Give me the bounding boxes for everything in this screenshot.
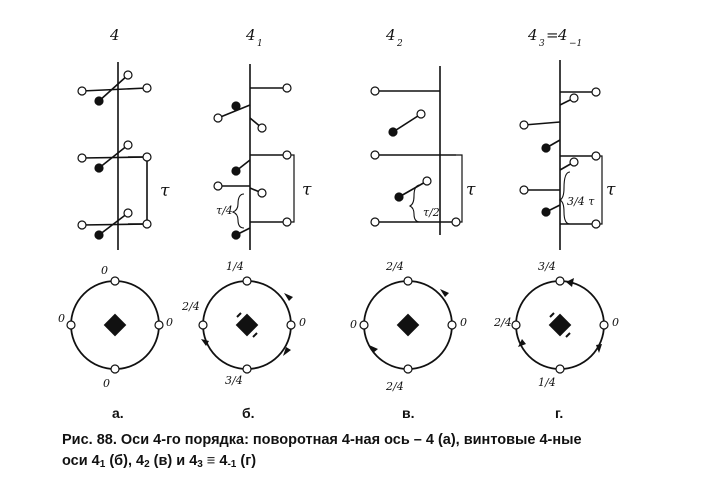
svg-text:2/4: 2/4 <box>385 260 404 273</box>
svg-text:4: 4 <box>245 26 256 44</box>
circle-c: 2/4 0 0 2/4 <box>350 260 467 393</box>
svg-text:0: 0 <box>612 316 619 329</box>
header-d: 4 3 = 4 −1 <box>527 26 582 49</box>
svg-text:0: 0 <box>460 316 467 329</box>
svg-text:1/4: 1/4 <box>538 376 556 389</box>
header-b: 4 1 <box>245 26 263 49</box>
figure-caption: Рис. 88. Оси 4-го порядка: поворотная 4-… <box>62 430 712 475</box>
svg-text:0: 0 <box>299 316 306 329</box>
panel-d-atoms <box>519 87 601 229</box>
svg-text:0: 0 <box>101 264 108 277</box>
svg-text:4: 4 <box>385 26 396 44</box>
panel-a-axis-diagram <box>81 62 148 250</box>
axes-diagram: 4 4 1 4 2 4 3 = 4 −1 τ <box>58 26 619 421</box>
svg-text:−1: −1 <box>569 39 582 49</box>
svg-text:4: 4 <box>527 26 538 44</box>
svg-text:0: 0 <box>103 377 110 390</box>
panel-d-fraction: 3/4 τ <box>567 195 595 208</box>
svg-text:0: 0 <box>58 312 65 325</box>
svg-text:2/4: 2/4 <box>181 300 200 313</box>
caption-line-1: Рис. 88. Оси 4-го порядка: поворотная 4-… <box>62 432 582 448</box>
svg-text:1: 1 <box>257 39 263 49</box>
circle-d: 3/4 2/4 0 1/4 <box>493 260 619 389</box>
panel-b-atoms <box>213 83 292 240</box>
svg-text:=: = <box>546 26 559 44</box>
svg-text:0: 0 <box>166 316 173 329</box>
circle-b: 1/4 2/4 0 3/4 <box>181 260 306 387</box>
panel-label-a: а. <box>112 405 124 421</box>
circle-a: 0 0 0 0 <box>58 264 173 390</box>
panel-c-tau: τ <box>466 180 476 200</box>
panel-a-tau: τ <box>160 181 170 201</box>
svg-text:3/4: 3/4 <box>538 260 556 273</box>
svg-text:2/4: 2/4 <box>493 316 512 329</box>
panel-c-fraction: τ/2 <box>423 206 440 219</box>
panel-label-b: б. <box>242 405 255 421</box>
panel-label-d: г. <box>555 405 563 421</box>
svg-text:2: 2 <box>396 39 403 49</box>
panel-c-atoms <box>370 86 461 227</box>
rotation-arrows <box>201 278 602 356</box>
svg-text:0: 0 <box>350 318 357 331</box>
svg-text:2/4: 2/4 <box>385 380 404 393</box>
panel-d-axis-diagram <box>523 60 603 250</box>
caption-line-2: оси 41 (б), 42 (в) и 43 ≡ 4-1 (г) <box>62 453 257 470</box>
panel-label-c: в. <box>402 405 415 421</box>
svg-text:3: 3 <box>539 39 545 49</box>
panel-b-fraction: τ/4 <box>216 204 233 217</box>
panel-b-tau: τ <box>302 180 312 200</box>
svg-text:4: 4 <box>557 26 568 44</box>
header-a: 4 <box>109 26 120 44</box>
header-c: 4 2 <box>385 26 403 49</box>
panel-d-tau: τ <box>606 180 616 200</box>
svg-text:1/4: 1/4 <box>226 260 244 273</box>
panel-a-atoms <box>77 70 152 240</box>
svg-text:3/4: 3/4 <box>225 374 243 387</box>
panel-c-axis-diagram <box>375 66 463 235</box>
svg-text:4: 4 <box>109 26 120 44</box>
